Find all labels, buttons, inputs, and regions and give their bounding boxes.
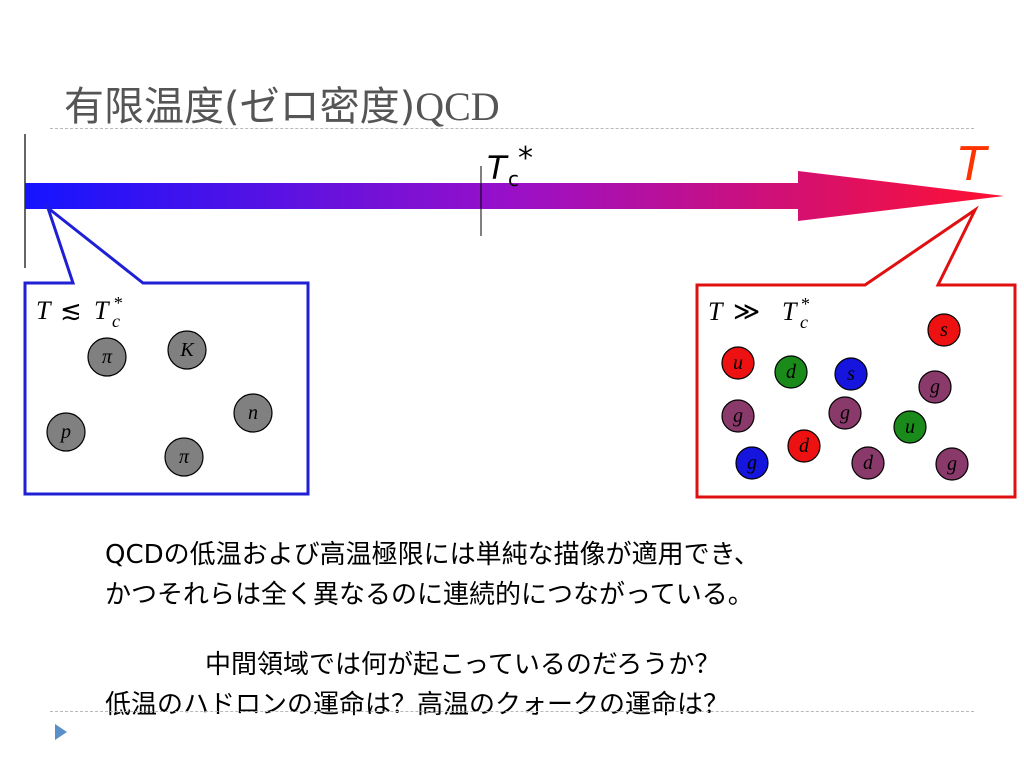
footer-divider — [50, 711, 974, 712]
parton-particle: u — [721, 346, 755, 380]
play-nav-icon[interactable] — [55, 724, 67, 740]
question-line-2: 低温のハドロンの運命は？高温のクォークの運命は？ — [105, 690, 730, 720]
parton-particle-label: d — [799, 435, 810, 457]
question-line-1: 中間領域では何が起こっているのだろうか？ — [205, 650, 721, 680]
high-cond-c: c — [800, 312, 808, 332]
tc-label-T: T — [487, 149, 509, 187]
parton-particle-label: u — [905, 416, 915, 438]
high-temp-callout — [695, 205, 1017, 499]
parton-particle-label: d — [786, 361, 797, 383]
tc-label-sub: c — [508, 167, 519, 191]
hadron-particle: p — [46, 412, 86, 452]
parton-particle-label: d — [863, 452, 874, 474]
high-cond-T: T — [708, 297, 724, 326]
parton-particle-circle — [787, 429, 821, 463]
temperature-label: T — [958, 137, 990, 191]
parton-particle-circle — [774, 355, 808, 389]
parton-particle-circle — [828, 396, 862, 430]
parton-particle-circle — [721, 346, 755, 380]
parton-particle-circle — [851, 446, 885, 480]
parton-particle: d — [787, 429, 821, 463]
hadron-particle: n — [233, 393, 273, 433]
high-cond-Tc: T — [782, 297, 798, 326]
parton-particle-label: g — [947, 453, 957, 475]
parton-particle: s — [927, 313, 961, 347]
slide-title: 有限温度(ゼロ密度)QCD — [64, 74, 500, 132]
parton-particle: u — [893, 410, 927, 444]
parton-particle: g — [935, 447, 969, 481]
parton-particle: s — [834, 357, 868, 391]
parton-particle-circle — [935, 447, 969, 481]
low-cond-c: c — [112, 311, 120, 331]
low-cond-star: * — [113, 293, 122, 313]
low-cond-Tc: T — [94, 296, 110, 325]
parton-particle-label: g — [733, 405, 743, 427]
parton-particle: g — [735, 446, 769, 480]
temperature-arrow — [25, 171, 1004, 221]
parton-particle-circle — [735, 446, 769, 480]
parton-particle-circle — [918, 370, 952, 404]
low-temp-condition: T ≲ T c * — [36, 293, 122, 331]
hadron-particle: K — [167, 330, 207, 370]
parton-particle-label: g — [930, 376, 940, 398]
parton-particle-circle — [721, 399, 755, 433]
low-cond-T: T — [36, 296, 52, 325]
parton-particle: g — [918, 370, 952, 404]
parton-particle-label: s — [847, 363, 855, 385]
hadron-particle-label: π — [102, 346, 113, 368]
parton-particle: g — [828, 396, 862, 430]
parton-particle-circle — [927, 313, 961, 347]
parton-particle: d — [851, 446, 885, 480]
hadron-particle-label: p — [59, 421, 71, 443]
parton-particle: d — [774, 355, 808, 389]
parton-particle-circle — [893, 410, 927, 444]
title-japanese: 有限温度(ゼロ密度) — [64, 84, 416, 130]
low-temp-particles: π Kn p π — [46, 330, 273, 477]
hadron-particle-circle — [46, 412, 86, 452]
title-qcd: QCD — [415, 84, 500, 129]
parton-particle-circle — [834, 357, 868, 391]
hadron-particle-circle — [164, 437, 204, 477]
parton-particle-label: g — [840, 402, 850, 424]
hadron-particle-label: π — [179, 446, 190, 468]
high-cond-star: * — [801, 294, 810, 314]
caption-line-2: かつそれらは全く異なるのに連続的につながっている。 — [105, 580, 754, 610]
hadron-particle-circle — [233, 393, 273, 433]
low-cond-sym: ≲ — [60, 296, 82, 326]
hadron-particle-circle — [87, 337, 127, 377]
parton-particle-label: g — [747, 452, 757, 474]
parton-particle-label: u — [733, 352, 743, 374]
tc-label-star: * — [518, 141, 533, 176]
hadron-particle-label: K — [179, 339, 195, 361]
hadron-particle-label: n — [248, 402, 258, 424]
caption-line-1: QCDの低温および高温極限には単純な描像が適用でき、 — [105, 540, 760, 570]
hadron-particle-circle — [167, 330, 207, 370]
high-cond-sym: ≫ — [733, 297, 760, 327]
hadron-particle: π — [87, 337, 127, 377]
title-divider — [50, 128, 974, 129]
parton-particle-label: s — [940, 319, 948, 341]
hadron-particle: π — [164, 437, 204, 477]
parton-particle: g — [721, 399, 755, 433]
high-temp-condition: T ≫ T c * — [708, 294, 810, 332]
